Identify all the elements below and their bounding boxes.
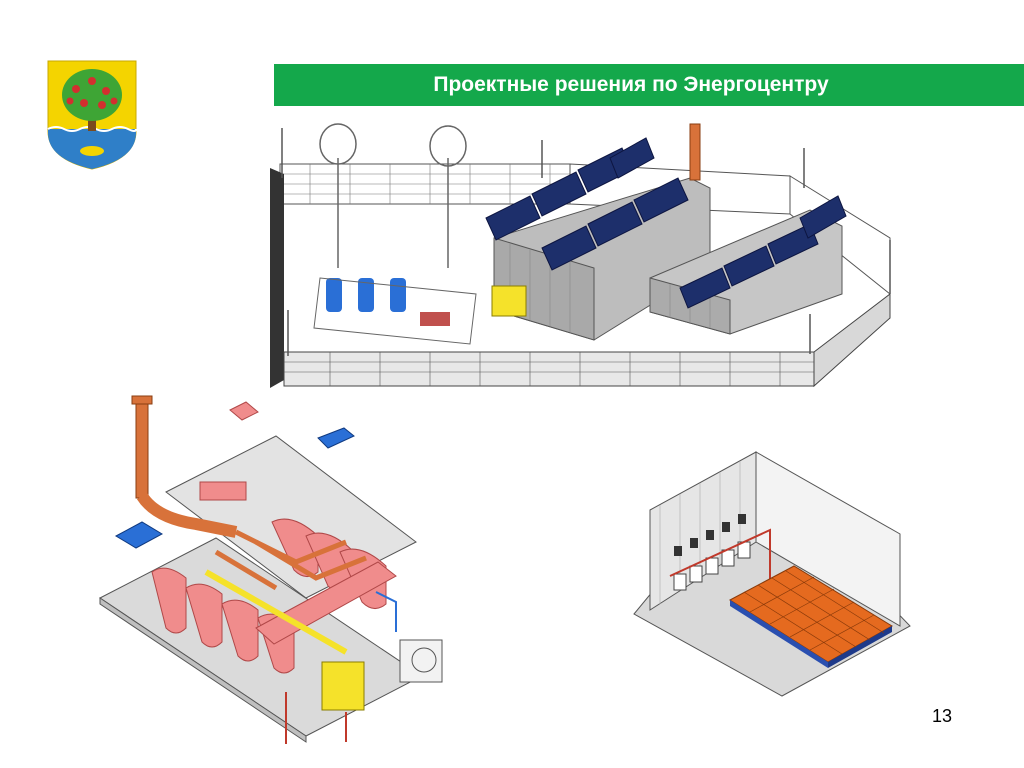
container-equipment-exploded-illustration [96, 392, 472, 748]
coat-of-arms-icon [46, 59, 138, 171]
battery-room-illustration [630, 450, 916, 700]
title-bar: Проектные решения по Энергоцентру [274, 64, 1024, 106]
page-number: 13 [932, 706, 953, 726]
slide-title: Проектные решения по Энергоцентру [433, 73, 829, 96]
energy-center-site-illustration [270, 118, 910, 390]
